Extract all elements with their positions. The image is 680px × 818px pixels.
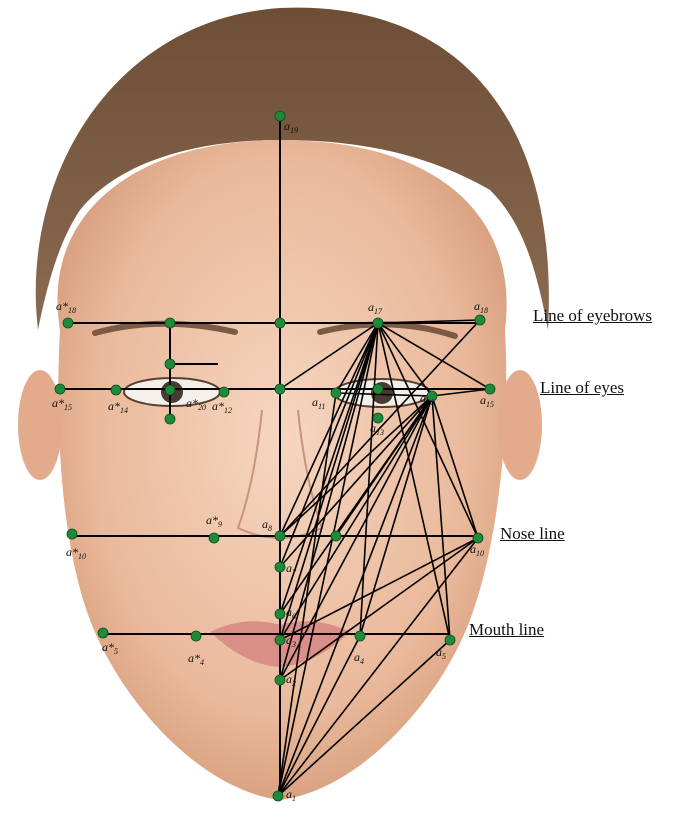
landmark-point-a18 — [475, 315, 485, 325]
landmark-label-sub: 18 — [480, 306, 488, 315]
intersection-point — [275, 384, 285, 394]
intersection-point — [165, 318, 175, 328]
landmark-point-a10s — [67, 529, 77, 539]
landmark-label-sub: 20 — [198, 403, 206, 412]
landmark-label-main: a* — [66, 545, 78, 559]
landmark-point-a9s — [209, 533, 219, 543]
landmark-point-a15s — [55, 384, 65, 394]
landmark-point-a12s — [219, 387, 229, 397]
landmark-point-a20s — [165, 385, 175, 395]
landmark-point-a4s — [191, 631, 201, 641]
landmark-label-main: a* — [186, 396, 198, 410]
landmark-label-sub: 11 — [318, 402, 325, 411]
landmark-label-sub: 10 — [476, 549, 484, 558]
landmark-label-sub: 4 — [200, 658, 204, 667]
landmark-point-a5 — [445, 635, 455, 645]
landmark-point-a6 — [275, 609, 285, 619]
landmark-point-a1 — [273, 791, 283, 801]
landmark-label-sub: 9 — [218, 520, 222, 529]
landmark-label-sub: 15 — [486, 400, 494, 409]
landmark-label-sub: 8 — [268, 524, 272, 533]
landmark-label-sub: 12 — [224, 406, 232, 415]
landmark-point-a15 — [485, 384, 495, 394]
intersection-point — [275, 318, 285, 328]
landmark-label-sub: 18 — [68, 306, 76, 315]
landmark-label-sub: 1 — [292, 794, 296, 803]
landmark-point-a11 — [331, 388, 341, 398]
landmark-label-sub: 19 — [290, 126, 298, 135]
caption-mouth-line: Mouth line — [469, 620, 544, 640]
landmark-label-sub: 5 — [114, 647, 118, 656]
landmark-point-a4 — [355, 631, 365, 641]
landmark-label-sub: 10 — [78, 552, 86, 561]
landmark-label-main: a* — [102, 640, 114, 654]
landmark-label-main: a* — [212, 399, 224, 413]
face-skin — [57, 140, 506, 800]
landmark-label-main: a* — [188, 651, 200, 665]
right-ear — [498, 370, 542, 480]
caption-nose-line: Nose line — [500, 524, 565, 544]
landmark-label-main: a* — [52, 396, 64, 410]
landmark-label-main: a* — [206, 513, 218, 527]
landmark-point-a2 — [275, 675, 285, 685]
landmark-label-sub: 5 — [442, 652, 446, 661]
landmark-label-sub: 3 — [291, 640, 296, 649]
landmark-point-a18s — [63, 318, 73, 328]
intersection-point — [373, 384, 383, 394]
caption-line-of-eyebrows: Line of eyebrows — [533, 306, 652, 326]
landmark-label-sub: 6 — [292, 612, 296, 621]
intersection-point — [165, 414, 175, 424]
landmark-point-a7 — [275, 562, 285, 572]
landmark-label-main: a* — [108, 399, 120, 413]
landmark-point-a3 — [275, 635, 285, 645]
landmark-label-sub: 17 — [374, 307, 383, 316]
landmark-label-sub: 15 — [64, 403, 72, 412]
landmark-label-sub: 2 — [292, 679, 296, 688]
caption-line-of-eyes: Line of eyes — [540, 378, 624, 398]
intersection-point — [331, 531, 341, 541]
landmark-label-main: a* — [56, 299, 68, 313]
intersection-point — [165, 359, 175, 369]
landmark-label-sub: 13 — [376, 428, 384, 437]
landmark-point-a14s — [111, 385, 121, 395]
landmark-point-a8 — [275, 531, 285, 541]
landmark-label-sub: 16 — [426, 398, 434, 407]
landmark-label-sub: 14 — [120, 406, 128, 415]
landmark-point-a5s — [98, 628, 108, 638]
landmark-label-sub: 4 — [360, 657, 364, 666]
landmark-point-a17 — [373, 318, 383, 328]
